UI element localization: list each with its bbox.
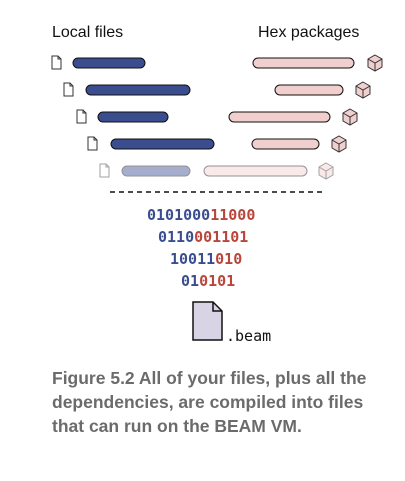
binary-output: 010100011000 0110001101 10011010 010101 — [147, 206, 255, 290]
file-icon — [51, 55, 62, 70]
hex-package-bar — [251, 138, 320, 150]
binary-hex-part: 010 — [215, 250, 242, 268]
hex-package-bar — [252, 57, 355, 69]
binary-hex-part: 001101 — [194, 228, 248, 246]
file-icon — [87, 136, 98, 151]
hex-package-bar — [228, 111, 331, 123]
local-file-row — [63, 82, 191, 97]
file-icon — [99, 163, 110, 178]
beam-label: .beam — [226, 327, 271, 345]
local-file-row — [99, 163, 191, 178]
local-file-bar — [85, 84, 191, 96]
binary-local-part: 0101000 — [147, 206, 210, 224]
hex-package-rows — [203, 54, 383, 180]
package-cube-icon — [331, 135, 347, 153]
local-file-bar — [72, 57, 146, 69]
hex-package-bar — [203, 165, 308, 177]
file-icon — [63, 82, 74, 97]
hex-package-row — [228, 108, 358, 126]
local-file-row — [51, 55, 146, 70]
hex-package-row — [274, 81, 371, 99]
package-cube-icon — [367, 54, 383, 72]
package-cube-icon — [318, 162, 334, 180]
compilation-diagram: Local files Hex packages 010100011000011… — [51, 24, 383, 345]
local-file-row — [76, 109, 169, 124]
hex-package-bar — [274, 84, 344, 96]
hex-package-row — [252, 54, 383, 72]
local-file-bar — [110, 138, 215, 150]
hex-packages-label: Hex packages — [258, 24, 359, 41]
binary-row: 0110001101 — [158, 228, 248, 246]
binary-row: 010100011000 — [147, 206, 255, 224]
beam-file-icon — [192, 301, 223, 341]
binary-local-part: 0110 — [158, 228, 194, 246]
local-file-rows — [51, 55, 215, 178]
binary-hex-part: 11000 — [210, 206, 255, 224]
binary-hex-part: 0101 — [199, 272, 235, 290]
hex-package-row — [251, 135, 347, 153]
figure-caption: Figure 5.2 All of your files, plus all t… — [52, 368, 367, 436]
binary-row: 010101 — [181, 272, 235, 290]
local-file-row — [87, 136, 215, 151]
binary-local-part: 01 — [181, 272, 199, 290]
package-cube-icon — [355, 81, 371, 99]
local-files-label: Local files — [52, 24, 123, 41]
package-cube-icon — [342, 108, 358, 126]
binary-local-part: 10011 — [170, 250, 215, 268]
hex-package-row — [203, 162, 334, 180]
local-file-bar — [121, 165, 191, 177]
file-icon — [76, 109, 87, 124]
local-file-bar — [97, 111, 169, 123]
binary-row: 10011010 — [170, 250, 242, 268]
